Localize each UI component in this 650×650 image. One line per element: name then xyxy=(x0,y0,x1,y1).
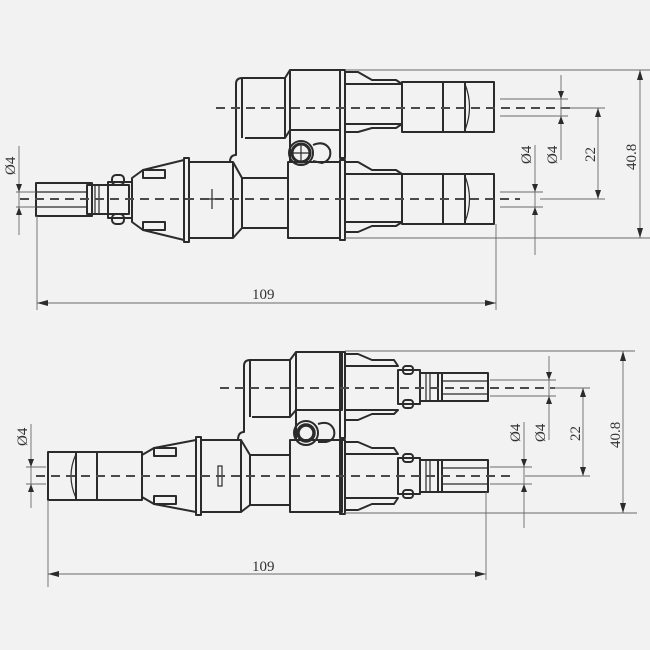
bottom-connector-drawing: Ø4 109 Ø4 Ø4 xyxy=(15,350,637,587)
bottom-left-diameter-label: Ø4 xyxy=(15,427,31,446)
bottom-right-lower-diameter-label: Ø4 xyxy=(508,423,524,442)
top-body xyxy=(188,69,341,239)
top-connector-drawing: Ø4 109 Ø4 Ø4 xyxy=(3,69,650,310)
top-height-label: 40.8 xyxy=(624,144,640,170)
bottom-right-upper-male-pin xyxy=(339,351,489,439)
top-length-label: 109 xyxy=(252,287,275,303)
top-left-diameter-label: Ø4 xyxy=(3,156,19,175)
top-pitch-label: 22 xyxy=(583,147,599,162)
bottom-dimensions: Ø4 109 Ø4 Ø4 xyxy=(15,350,637,587)
top-dimensions: Ø4 109 Ø4 Ø4 xyxy=(3,69,650,310)
bottom-right-upper-diameter-label: Ø4 xyxy=(533,423,549,442)
top-right-upper-receptacle xyxy=(339,69,495,159)
bottom-body xyxy=(200,351,343,513)
bottom-length-label: 109 xyxy=(252,559,275,575)
bottom-pitch-label: 22 xyxy=(568,426,584,441)
bottom-height-label: 40.8 xyxy=(608,422,624,448)
top-right-lower-diameter-label: Ø4 xyxy=(519,145,535,164)
top-right-upper-diameter-label: Ø4 xyxy=(545,145,561,164)
